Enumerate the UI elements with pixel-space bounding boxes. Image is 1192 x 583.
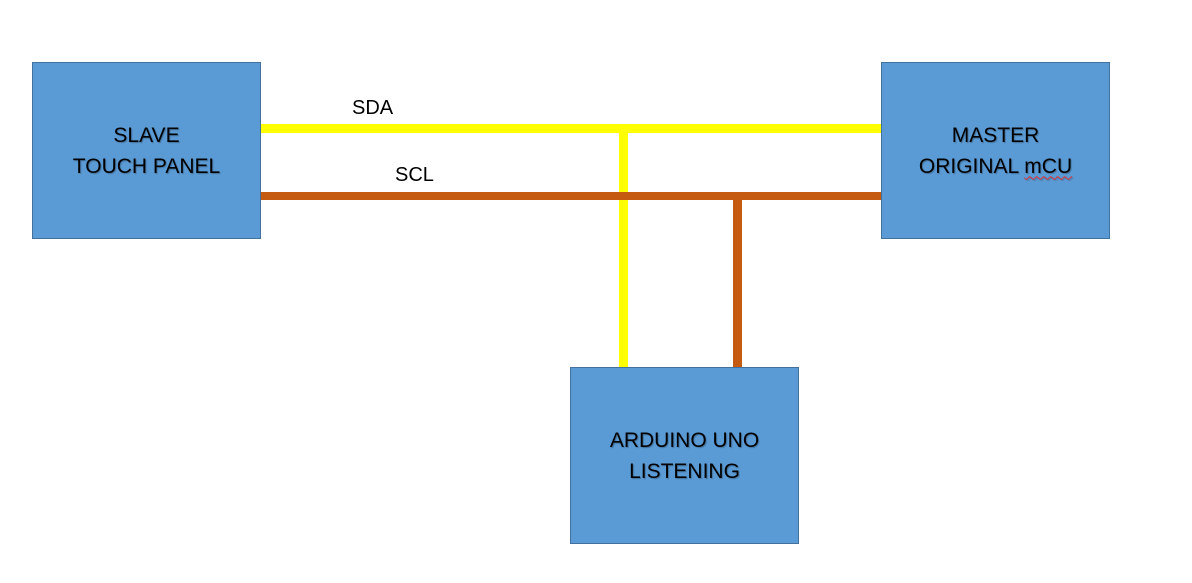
- master-block-title: MASTER: [951, 123, 1040, 147]
- scl-tap-wire: [733, 192, 742, 369]
- master-block-subtitle-prefix: ORIGINAL: [918, 154, 1025, 178]
- arduino-block-subtitle: LISTENING: [629, 459, 740, 483]
- scl-label: SCL: [395, 164, 434, 186]
- master-block-subtitle: ORIGINAL mCU: [919, 151, 1072, 182]
- sda-tap-wire: [619, 124, 628, 369]
- sda-wire: [259, 124, 883, 133]
- slave-block-subtitle: TOUCH PANEL: [72, 154, 221, 178]
- scl-wire: [259, 192, 883, 200]
- slave-touch-panel-block: SLAVE TOUCH PANEL: [32, 62, 261, 239]
- master-block-subtitle-flagged-word: mCU: [1024, 154, 1073, 178]
- arduino-uno-block: ARDUINO UNO LISTENING: [570, 367, 799, 544]
- sda-label: SDA: [352, 97, 394, 119]
- slave-block-title: SLAVE: [113, 123, 180, 147]
- arduino-block-title: ARDUINO UNO: [609, 428, 760, 452]
- master-block: MASTER ORIGINAL mCU: [881, 62, 1110, 239]
